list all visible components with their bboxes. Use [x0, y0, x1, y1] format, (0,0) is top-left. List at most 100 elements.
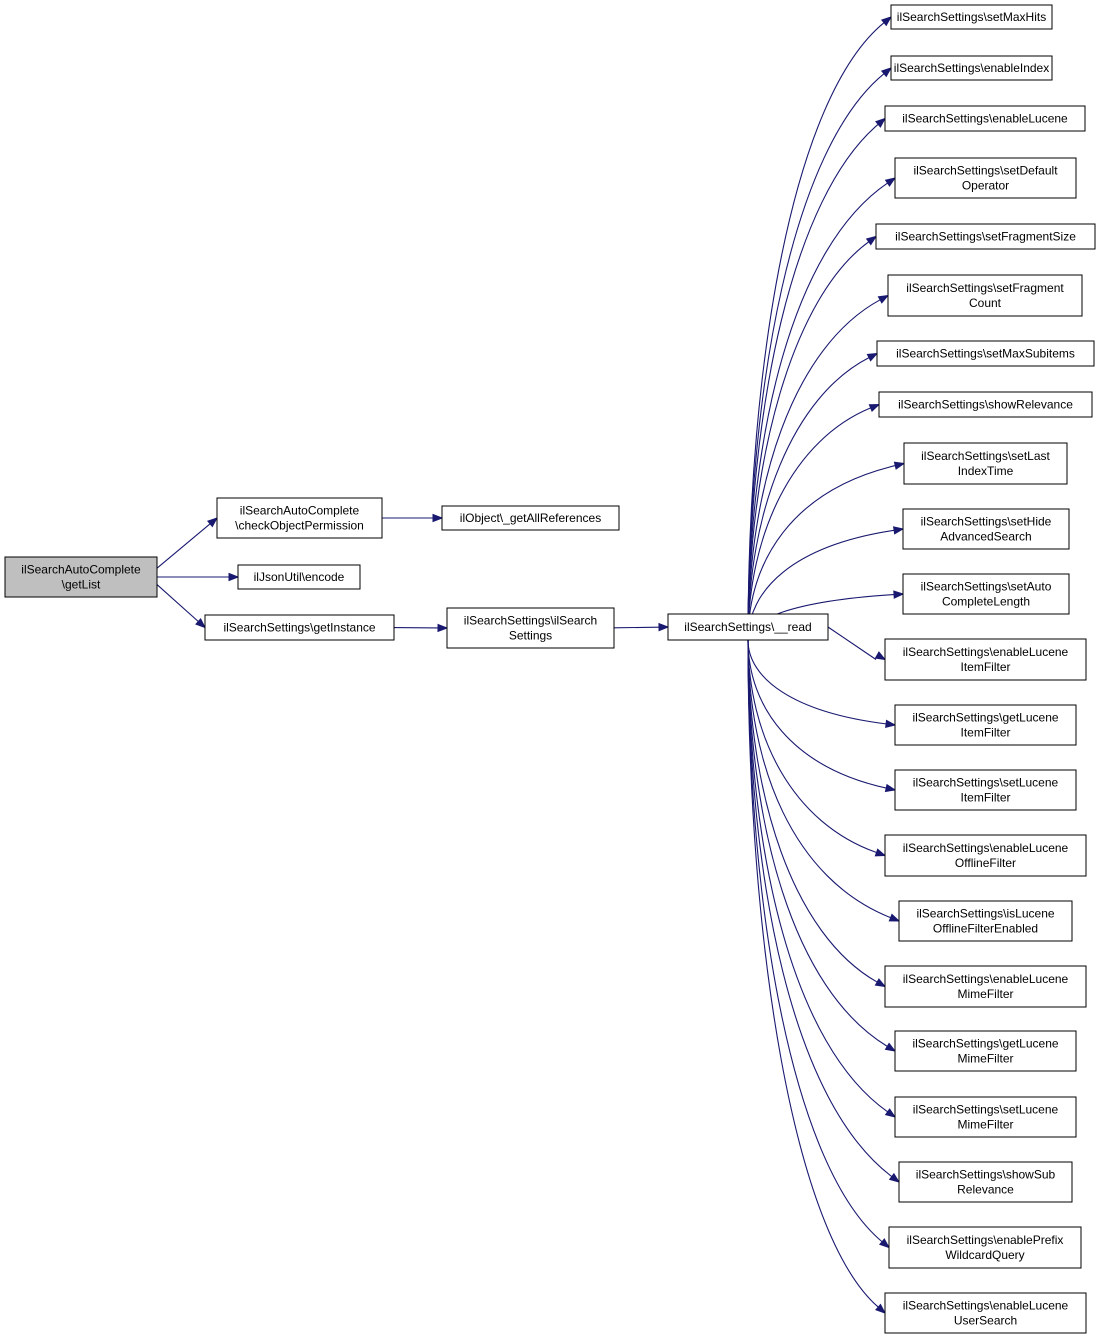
- node-label: ilSearchSettings\enableLucene: [903, 1299, 1069, 1313]
- node-box: [875, 223, 1096, 250]
- node-label: UserSearch: [954, 1314, 1017, 1328]
- node-label: ilJsonUtil\encode: [254, 570, 345, 584]
- arrowhead-icon: [874, 978, 887, 988]
- node-ilobject-getallreferences[interactable]: ilObject\_getAllReferences: [441, 505, 620, 531]
- node-label: ItemFilter: [960, 726, 1010, 740]
- node-box: [884, 1292, 1087, 1334]
- node-ilsearchsettings-enablelucene-offlinefilter[interactable]: ilSearchSettings\enableLuceneOfflineFilt…: [884, 834, 1087, 877]
- edge-read-to-t14: [747, 639, 887, 857]
- node-label: ilSearchSettings\setAuto: [921, 580, 1052, 594]
- node-label: ilSearchSettings\enableLucene: [903, 972, 1069, 986]
- node-label: Count: [969, 296, 1002, 310]
- node-box: [884, 105, 1086, 132]
- node-label: ilSearchSettings\showRelevance: [898, 398, 1073, 412]
- node-box: [876, 340, 1095, 367]
- node-ilsearchsettings-setmaxhits[interactable]: ilSearchSettings\setMaxHits: [890, 4, 1053, 30]
- edge-line: [747, 299, 881, 641]
- node-ilsearchautocomplete-getlist[interactable]: ilSearchAutoComplete\getList: [4, 556, 158, 598]
- arrowhead-icon: [893, 590, 905, 599]
- node-label: ilSearchSettings\setMaxSubitems: [896, 347, 1075, 361]
- node-box: [898, 900, 1073, 942]
- edge-read-to-t12: [747, 639, 897, 729]
- arrowhead-icon: [885, 719, 897, 729]
- node-ilsearchsettings-enableprefix-wildcardquery[interactable]: ilSearchSettings\enablePrefixWildcardQue…: [888, 1226, 1082, 1269]
- edge-line: [747, 241, 870, 641]
- node-ilsearchsettings-setmaxsubitems[interactable]: ilSearchSettings\setMaxSubitems: [876, 340, 1095, 367]
- arrowhead-icon: [875, 117, 887, 128]
- edge-read-to-t20: [747, 639, 891, 1249]
- node-label: ilSearchSettings\setLucene: [913, 1103, 1059, 1117]
- arrowhead-icon: [865, 235, 878, 246]
- node-box: [884, 834, 1087, 877]
- edge-line: [827, 626, 877, 660]
- node-ilsearchsettings-enableindex[interactable]: ilSearchSettings\enableIndex: [890, 55, 1053, 81]
- node-iljsonutil-encode[interactable]: ilJsonUtil\encode: [237, 564, 361, 590]
- node-label: ilSearchSettings\enableLucene: [903, 841, 1069, 855]
- node-label: MimeFilter: [958, 1118, 1014, 1132]
- node-label: ilSearchSettings\showSub: [916, 1168, 1056, 1182]
- node-ilsearchsettings-read[interactable]: ilSearchSettings\__read: [667, 613, 829, 641]
- node-ilsearchsettings-enablelucene[interactable]: ilSearchSettings\enableLucene: [884, 105, 1086, 132]
- node-label: ilSearchSettings\getLucene: [912, 711, 1058, 725]
- node-box: [894, 157, 1077, 199]
- node-label: ilSearchAutoComplete: [21, 563, 141, 577]
- edge-getInstance-to-ctor: [393, 623, 449, 633]
- node-ilsearchautocomplete-checkobjectpermission[interactable]: ilSearchAutoComplete\checkObjectPermissi…: [216, 497, 383, 539]
- edge-line: [156, 584, 199, 622]
- arrowhead-icon: [878, 1238, 891, 1249]
- node-box: [894, 1096, 1077, 1138]
- node-label: ilSearchSettings\setMaxHits: [897, 10, 1046, 24]
- edge-read-to-t15: [747, 639, 901, 922]
- node-label: MimeFilter: [958, 1052, 1014, 1066]
- arrowhead-icon: [874, 848, 887, 857]
- edge-read-to-t13: [747, 639, 897, 793]
- node-box: [890, 55, 1053, 81]
- node-label: ilSearchSettings\setFragmentSize: [895, 230, 1076, 244]
- node-ilsearchsettings-islucene-offlinefilterenabled[interactable]: ilSearchSettings\isLuceneOfflineFilterEn…: [898, 900, 1073, 942]
- arrowhead-icon: [874, 651, 887, 661]
- arrowhead-icon: [437, 623, 449, 633]
- arrowhead-icon: [195, 618, 207, 629]
- arrowhead-icon: [892, 526, 905, 535]
- node-box: [667, 613, 829, 641]
- node-label: ilSearchSettings\setDefault: [913, 164, 1058, 178]
- node-label: ilSearchSettings\setLucene: [913, 776, 1059, 790]
- arrowhead-icon: [884, 783, 897, 793]
- edge-read-to-t18: [747, 639, 897, 1118]
- node-label: Operator: [962, 179, 1009, 193]
- arrowhead-icon: [893, 461, 906, 470]
- node-ilsearchsettings-ilsearch-settings[interactable]: ilSearchSettings\ilSearchSettings: [446, 607, 615, 649]
- arrowhead-icon: [888, 1172, 901, 1183]
- arrowhead-icon: [880, 16, 893, 27]
- node-box: [887, 274, 1083, 317]
- arrowhead-icon: [877, 294, 890, 304]
- edge-read-to-t7: [747, 403, 881, 641]
- edge-root-to-checkPerm: [156, 517, 219, 569]
- edge-line: [156, 523, 211, 569]
- edge-line: [747, 639, 888, 1113]
- node-box: [888, 1226, 1082, 1269]
- node-ilsearchsettings-setfragmentsize[interactable]: ilSearchSettings\setFragmentSize: [875, 223, 1096, 250]
- node-ilsearchsettings-showrelevance[interactable]: ilSearchSettings\showRelevance: [878, 391, 1093, 418]
- node-box: [894, 769, 1077, 811]
- edge-line: [747, 639, 891, 919]
- edge-line: [747, 639, 888, 1047]
- node-label: ItemFilter: [960, 791, 1010, 805]
- edge-ctor-to-read: [613, 622, 670, 632]
- node-ilsearchsettings-getinstance[interactable]: ilSearchSettings\getInstance: [204, 614, 395, 641]
- arrowhead-icon: [228, 572, 240, 582]
- node-box: [898, 1161, 1073, 1203]
